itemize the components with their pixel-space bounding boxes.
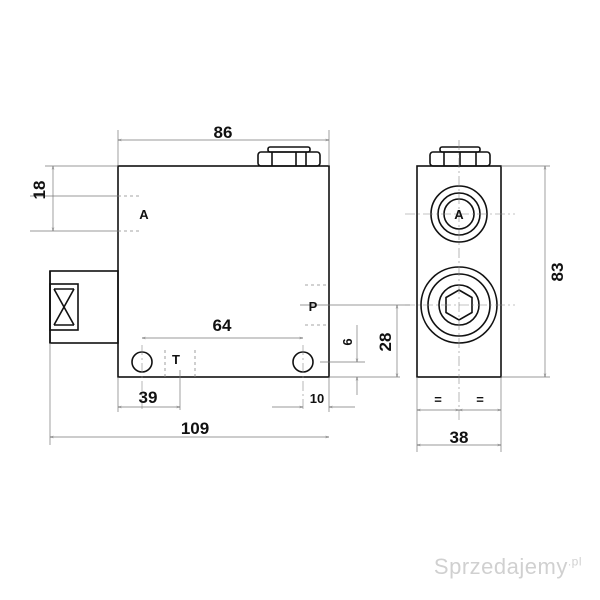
dim-10: 10	[310, 391, 324, 406]
dim-18: 18	[30, 181, 49, 200]
top-hex-nuts-side	[429, 146, 491, 167]
side-port-label-a: A	[454, 207, 464, 222]
port-label-a: A	[139, 207, 149, 222]
dim-86: 86	[214, 123, 233, 142]
port-label-t: T	[172, 352, 180, 367]
front-view: 86 18 A P T 64 39 10 109 6 28	[30, 123, 410, 445]
equal-mark-right: =	[476, 392, 484, 407]
valve-body-front	[117, 165, 330, 378]
dim-38: 38	[450, 428, 469, 447]
dim-6: 6	[340, 338, 355, 345]
equal-mark-left: =	[434, 392, 442, 407]
dim-64: 64	[213, 316, 232, 335]
watermark-text: Sprzedajemy	[433, 554, 568, 579]
dim-28: 28	[376, 333, 395, 352]
side-view: A 83 = = 38	[405, 140, 567, 452]
dim-39: 39	[139, 388, 158, 407]
port-label-p: P	[309, 299, 318, 314]
top-hex-nuts-front	[257, 146, 321, 167]
watermark-suffix: .pl	[567, 554, 582, 569]
dim-109: 109	[181, 419, 209, 438]
adjustment-plug	[49, 270, 119, 344]
dim-83: 83	[548, 263, 567, 282]
watermark: Sprzedajemy.pl	[434, 554, 582, 580]
